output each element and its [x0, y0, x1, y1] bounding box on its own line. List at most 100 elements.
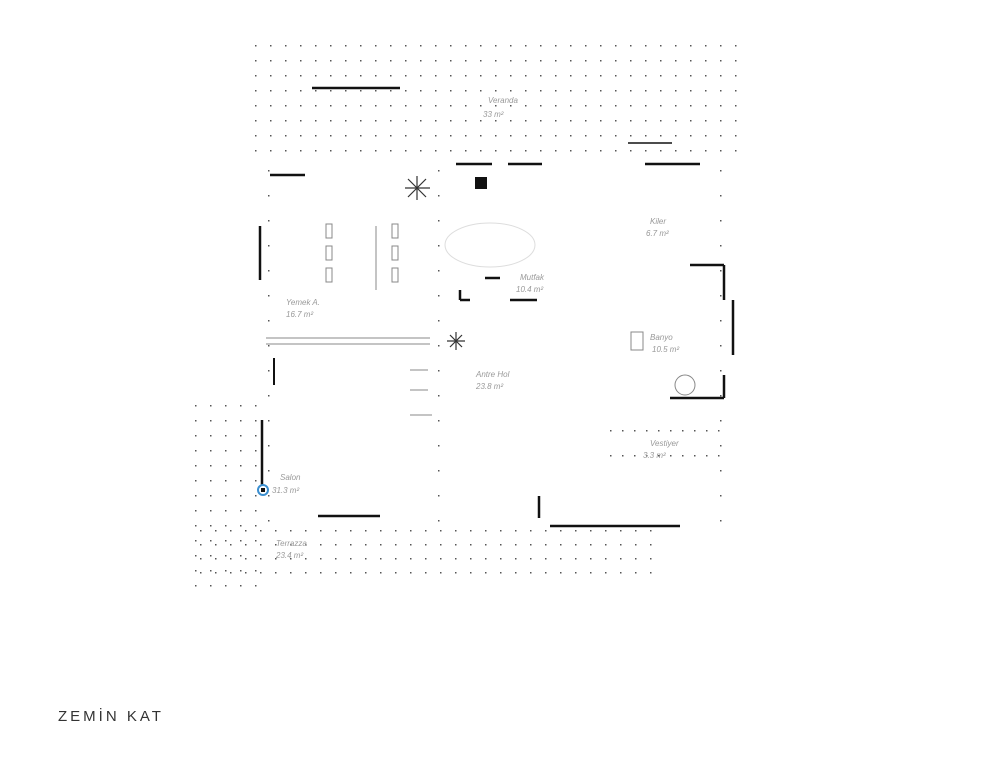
grid-dot	[630, 75, 632, 77]
grid-dot	[425, 544, 427, 546]
grid-dot	[525, 45, 527, 47]
grid-dot	[495, 120, 497, 122]
grid-dot	[438, 245, 440, 247]
grid-dot	[455, 558, 457, 560]
grid-dot	[480, 135, 482, 137]
grid-dot	[485, 544, 487, 546]
grid-dot	[630, 60, 632, 62]
grid-dot	[645, 90, 647, 92]
room-name: Banyo	[650, 333, 673, 342]
grid-dot	[195, 450, 197, 452]
grid-dot	[585, 150, 587, 152]
grid-dot	[545, 530, 547, 532]
room-labels: Veranda 33 m² Yemek A. 16.7 m² Mutfak 10…	[272, 96, 679, 560]
grid-dot	[735, 120, 737, 122]
grid-dot	[345, 45, 347, 47]
grid-dot	[245, 530, 247, 532]
grid-dot	[285, 90, 287, 92]
grid-dot	[720, 75, 722, 77]
grid-dot	[615, 105, 617, 107]
grid-dot	[525, 105, 527, 107]
grid-dot	[405, 150, 407, 152]
grid-dot	[634, 430, 636, 432]
grid-dot	[500, 544, 502, 546]
grid-dot	[290, 558, 292, 560]
grid-dot	[255, 525, 257, 527]
grid-dot	[480, 105, 482, 107]
grid-dot	[690, 45, 692, 47]
grid-dot	[705, 75, 707, 77]
grid-dot	[705, 90, 707, 92]
grid-dot	[290, 530, 292, 532]
grid-dot	[268, 445, 270, 447]
grid-dot	[330, 150, 332, 152]
grid-dot	[735, 90, 737, 92]
grid-dot	[495, 75, 497, 77]
grid-dot	[270, 135, 272, 137]
grid-dot	[735, 75, 737, 77]
grid-dot	[390, 75, 392, 77]
grid-dot	[210, 450, 212, 452]
grid-dot	[480, 60, 482, 62]
grid-dot	[225, 435, 227, 437]
grid-dot	[345, 150, 347, 152]
grid-dot	[290, 544, 292, 546]
grid-dot	[600, 45, 602, 47]
grid-dot	[390, 105, 392, 107]
grid-dot	[650, 544, 652, 546]
grid-dot	[480, 90, 482, 92]
grid-dot	[345, 60, 347, 62]
grid-dot	[195, 570, 197, 572]
grid-dot	[405, 75, 407, 77]
grid-dot	[555, 75, 557, 77]
grid-dot	[720, 105, 722, 107]
grid-dot	[300, 45, 302, 47]
grid-dot	[320, 572, 322, 574]
grid-dot	[555, 105, 557, 107]
grid-dot	[395, 572, 397, 574]
grid-dot	[630, 90, 632, 92]
grid-dot	[195, 585, 197, 587]
grid-dot	[438, 370, 440, 372]
grid-dot	[545, 544, 547, 546]
grid-dot	[315, 60, 317, 62]
grid-dot	[240, 480, 242, 482]
grid-dot	[350, 558, 352, 560]
grid-dot	[210, 525, 212, 527]
grid-dot	[420, 105, 422, 107]
grid-dot	[210, 480, 212, 482]
grid-dot	[240, 465, 242, 467]
grid-dot	[530, 558, 532, 560]
grid-dot	[615, 60, 617, 62]
grid-dot	[438, 220, 440, 222]
grid-dot	[438, 420, 440, 422]
grid-dot	[705, 120, 707, 122]
location-marker-icon	[257, 484, 269, 496]
grid-dot	[645, 105, 647, 107]
grid-dot	[255, 150, 257, 152]
grid-dot	[465, 135, 467, 137]
grid-dot	[375, 75, 377, 77]
grid-dot	[285, 105, 287, 107]
room-area: 31.3 m²	[272, 486, 299, 495]
grid-dot	[345, 105, 347, 107]
grid-dot	[425, 572, 427, 574]
grid-dot	[525, 150, 527, 152]
grid-dot	[450, 90, 452, 92]
grid-dot	[525, 120, 527, 122]
grid-dot	[270, 150, 272, 152]
room-area: 6.7 m²	[646, 229, 669, 238]
grid-dot	[395, 544, 397, 546]
room-name: Yemek A.	[286, 298, 320, 307]
grid-dot	[660, 120, 662, 122]
grid-dot	[320, 530, 322, 532]
grid-dot	[405, 60, 407, 62]
grid-dot	[634, 455, 636, 457]
grid-dot	[718, 430, 720, 432]
grid-dot	[230, 572, 232, 574]
grid-dot	[330, 120, 332, 122]
grid-dot	[500, 530, 502, 532]
grid-dot	[560, 544, 562, 546]
grid-dot	[210, 435, 212, 437]
grid-dot	[285, 120, 287, 122]
